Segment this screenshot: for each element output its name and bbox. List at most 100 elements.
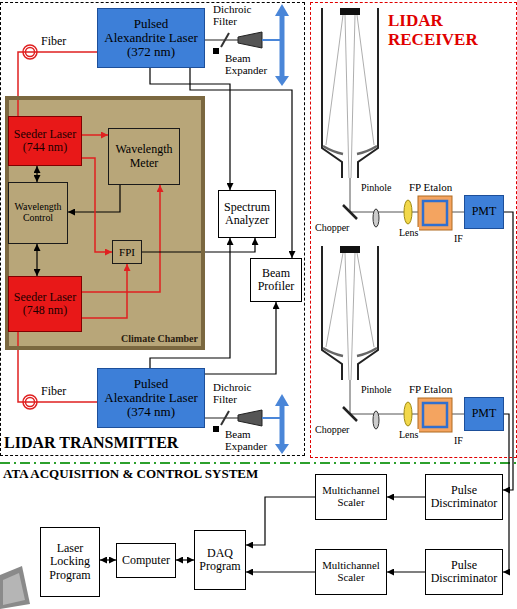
output-beam-arrow — [275, 394, 289, 406]
seeder-laser-box: Seeder Laser (748 nm) — [8, 276, 82, 332]
pmt-box: PMT — [464, 195, 504, 229]
box-label: PMT — [472, 407, 497, 420]
process-box: Multichannel Scaler — [315, 549, 387, 595]
chamber-fill — [5, 96, 205, 350]
process-box: Pulse Discriminator — [425, 549, 503, 595]
output-beam-arrow — [275, 76, 289, 86]
box-label: Pulsed Alexandrite Laser (374 nm) — [102, 377, 200, 420]
primary-mirror — [323, 348, 343, 356]
box-label: Seeder Laser (744 nm) — [13, 128, 77, 154]
telescope-tube — [358, 246, 378, 380]
laser-beam — [205, 39, 238, 40]
process-box: Pulse Discriminator — [425, 474, 503, 520]
light-ray — [345, 253, 349, 380]
part-label: Chopper — [314, 222, 350, 233]
light-ray — [357, 253, 374, 347]
telescope-tube — [358, 8, 378, 178]
box-label: Pulsed Alexandrite Laser (372 nm) — [102, 17, 200, 60]
process-box: Laser Locking Program — [40, 527, 100, 597]
process-box: Wavelength Control — [8, 182, 68, 244]
signal-connector — [503, 212, 513, 490]
fold-mirror — [343, 205, 357, 219]
output-beam-arrow — [275, 4, 289, 16]
secondary-mirror — [340, 246, 360, 253]
beam-expander — [238, 410, 262, 426]
part-label: Chopper — [314, 424, 350, 435]
part-label: IF — [453, 233, 464, 244]
region-title: Climate Chamber — [108, 333, 198, 344]
dichroic-filter — [221, 411, 229, 425]
device-picture — [0, 566, 30, 609]
climate-chamber: Climate Chamber Seeder Laser (744 nm) Wave… — [5, 96, 205, 350]
part-label: Beam Expander — [224, 428, 270, 452]
laser-box: Pulsed Alexandrite Laser (372 nm) — [97, 8, 205, 68]
process-box: Beam Profiler — [250, 258, 302, 302]
fold-mirror — [343, 407, 357, 421]
secondary-mirror — [340, 8, 360, 15]
process-box: Spectrum Analyzer — [218, 190, 276, 238]
box-label: DAQ Program — [199, 547, 241, 573]
chopper-wheel — [373, 411, 379, 429]
light-ray — [351, 15, 355, 178]
section-divider — [0, 462, 517, 464]
telescope-tube — [322, 246, 342, 380]
process-box: Multichannel Scaler — [315, 474, 387, 520]
output-beam-arrow — [275, 444, 289, 454]
box-label: Wavelength Control — [13, 202, 63, 224]
signal-connector — [68, 185, 120, 212]
box-label: Pulse Discriminator — [430, 559, 498, 585]
box-label: Spectrum Analyzer — [223, 201, 271, 227]
dichroic-filter — [221, 33, 229, 47]
box-label: PMT — [472, 205, 497, 218]
part-label: Fiber — [40, 385, 67, 398]
process-box: FPI — [112, 240, 142, 264]
fiber-connector — [18, 52, 97, 116]
signal-connector — [246, 571, 315, 572]
box-label: FPI — [119, 246, 135, 258]
fp-etalon — [418, 196, 452, 230]
part-label: IF — [453, 435, 464, 446]
box-label: Wavelength Meter — [113, 143, 175, 169]
part-label: Lens — [398, 429, 419, 440]
fp-etalon — [418, 398, 452, 432]
signal-connector — [100, 559, 116, 560]
lens — [404, 402, 412, 426]
box-label: Multichannel Scaler — [320, 485, 382, 509]
process-box: Computer — [116, 543, 176, 578]
part-label: FP Etalon — [408, 383, 453, 395]
part-label: Dichroic Filter — [212, 381, 258, 405]
process-box: Wavelength Meter — [108, 128, 180, 185]
output-beam-arrow — [280, 14, 285, 78]
telescope-tube — [322, 8, 342, 178]
signal-connector — [503, 414, 509, 572]
laser-box: Pulsed Alexandrite Laser (374 nm) — [97, 368, 205, 428]
primary-mirror — [357, 146, 377, 154]
signal-connector — [190, 68, 292, 258]
fp-etalon-plates — [423, 201, 447, 225]
device-picture — [3, 573, 25, 605]
part-label: Pinhole — [360, 182, 393, 193]
output-beam-arrow — [280, 404, 285, 446]
light-ray — [357, 15, 374, 145]
beam-expander — [238, 32, 262, 48]
laser-beam — [262, 417, 282, 419]
lens — [404, 200, 412, 224]
fp-etalon-plates — [423, 403, 447, 427]
fiber-connector — [18, 332, 97, 402]
region-title: LIDAR RECEIVER — [388, 12, 498, 49]
region-title: LIDAR TRANSMITTER — [4, 434, 244, 452]
signal-connector — [387, 571, 425, 572]
seeder-laser-box: Seeder Laser (744 nm) — [8, 116, 82, 166]
chopper-wheel — [373, 209, 379, 227]
laser-beam — [262, 39, 282, 41]
primary-mirror — [323, 146, 343, 154]
beam-dump — [213, 48, 219, 54]
box-label: Laser Locking Program — [45, 542, 95, 582]
section-title: ATA ACQUISITION & CONTROL SYSTEM — [2, 467, 259, 481]
box-label: Computer — [122, 554, 170, 567]
box-label: Multichannel Scaler — [320, 560, 382, 584]
part-label: Pinhole — [360, 384, 393, 395]
light-ray — [345, 15, 349, 178]
signal-connector — [36, 166, 37, 182]
fiber-connector — [82, 185, 160, 292]
